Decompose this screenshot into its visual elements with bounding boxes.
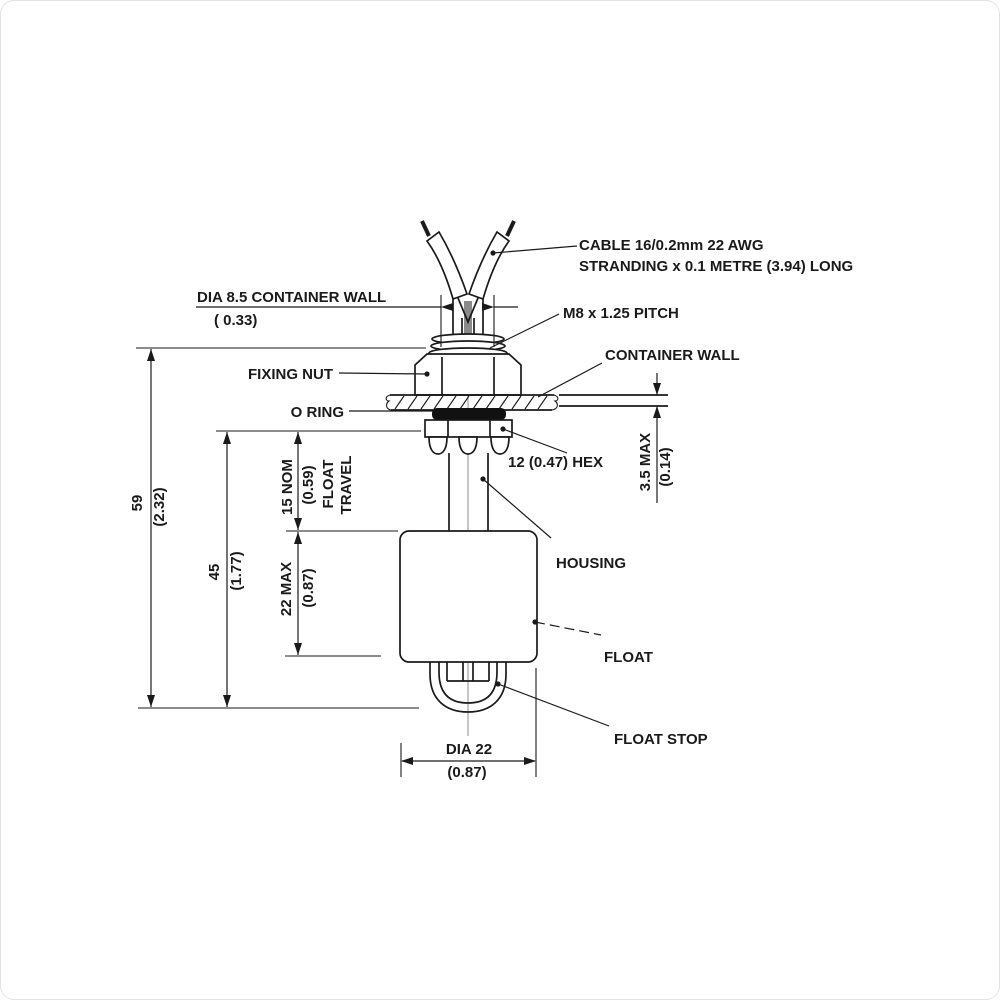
dim-59-inches: (2.32) xyxy=(151,487,168,526)
wall-break-right xyxy=(551,394,559,411)
container-wall-section xyxy=(385,394,559,411)
lower-hex-shape xyxy=(424,419,513,455)
hex-body xyxy=(424,419,513,438)
cable-gap-shading xyxy=(464,301,472,337)
callout-float-stop: FLOAT STOP xyxy=(495,681,708,748)
housing-stem xyxy=(448,453,489,532)
dim-22-inches: (0.87) xyxy=(300,568,317,607)
cable-entry xyxy=(452,297,484,338)
float-stop-outer-u xyxy=(429,662,507,713)
dim-45-mm: 45 xyxy=(206,564,223,581)
callout-fixing-nut: FIXING NUT xyxy=(248,366,430,383)
cable-split-v xyxy=(457,297,479,325)
callout-housing: HOUSING xyxy=(480,476,626,572)
lead-wires xyxy=(420,220,516,301)
hex-label: 12 (0.47) HEX xyxy=(508,454,603,471)
container-wall-label: CONTAINER WALL xyxy=(605,347,740,364)
float-body xyxy=(399,530,538,663)
dim-15-mm: 15 NOM xyxy=(279,459,296,515)
float-stop-inner-u xyxy=(438,662,498,704)
nut-body xyxy=(414,353,522,396)
housing-label: HOUSING xyxy=(556,555,626,572)
wire-left xyxy=(425,230,469,301)
wall-hatching xyxy=(394,395,548,410)
callout-o-ring: O RING xyxy=(291,404,433,421)
wire-right-bare-tip xyxy=(505,220,516,237)
dim-dia-8-5-inches: ( 0.33) xyxy=(214,312,257,329)
o-ring-label: O RING xyxy=(291,404,344,421)
wire-left-bare-tip xyxy=(420,220,431,237)
dim-22-max: 22 MAX (0.87) xyxy=(278,532,381,657)
dim-15-inches: (0.59) xyxy=(300,465,317,504)
callout-container-wall: CONTAINER WALL xyxy=(537,347,740,398)
dim-45-inches: (1.77) xyxy=(228,551,245,590)
callout-cable: CABLE 16/0.2mm 22 AWG STRANDING x 0.1 ME… xyxy=(490,237,853,275)
fixing-nut-label: FIXING NUT xyxy=(248,366,333,383)
hex-tab-left xyxy=(428,436,448,455)
container-wall-right-extension xyxy=(559,394,668,407)
dim-22-mm: 22 MAX xyxy=(278,562,295,616)
callout-hex: 12 (0.47) HEX xyxy=(500,426,603,471)
dim-dia-22-mm: DIA 22 xyxy=(446,741,492,758)
dim-59-overall: 59 (2.32) xyxy=(129,347,426,709)
hex-tab-right xyxy=(490,436,510,455)
dim-dia-22: DIA 22 (0.87) xyxy=(400,668,537,781)
dim-15-word-travel: TRAVEL xyxy=(338,456,355,515)
dim-wall-mm: 3.5 MAX xyxy=(637,433,654,491)
callout-m8-pitch: M8 x 1.25 PITCH xyxy=(489,305,679,349)
cable-label-line1: CABLE 16/0.2mm 22 AWG xyxy=(579,237,764,254)
dim-wall-inches: (0.14) xyxy=(657,447,674,486)
dim-59-mm: 59 xyxy=(129,495,146,512)
dim-15-word-float: FLOAT xyxy=(320,460,337,509)
dim-15-nom-float-travel: 15 NOM (0.59) FLOAT TRAVEL xyxy=(279,432,398,532)
dim-dia-8-5-label: DIA 8.5 CONTAINER WALL xyxy=(197,289,386,306)
o-ring-shape xyxy=(432,408,506,420)
wire-right xyxy=(467,230,511,301)
float-stop-label: FLOAT STOP xyxy=(614,731,708,748)
m8-pitch-label: M8 x 1.25 PITCH xyxy=(563,305,679,322)
fixing-nut-shape xyxy=(414,353,522,396)
dim-45: 45 (1.77) xyxy=(206,430,421,707)
hex-tab-center xyxy=(458,436,478,455)
float-stop-shape xyxy=(429,662,507,713)
wall-break-left xyxy=(385,394,392,411)
dim-dia-22-inches: (0.87) xyxy=(447,764,486,781)
dim-3-5-max-wall: 3.5 MAX (0.14) xyxy=(637,373,674,503)
callout-float: FLOAT xyxy=(532,619,653,666)
cable-label-line2: STRANDING x 0.1 METRE (3.94) LONG xyxy=(579,258,853,275)
float-label: FLOAT xyxy=(604,649,653,666)
dim-dia-8-5: DIA 8.5 CONTAINER WALL ( 0.33) xyxy=(196,289,518,347)
